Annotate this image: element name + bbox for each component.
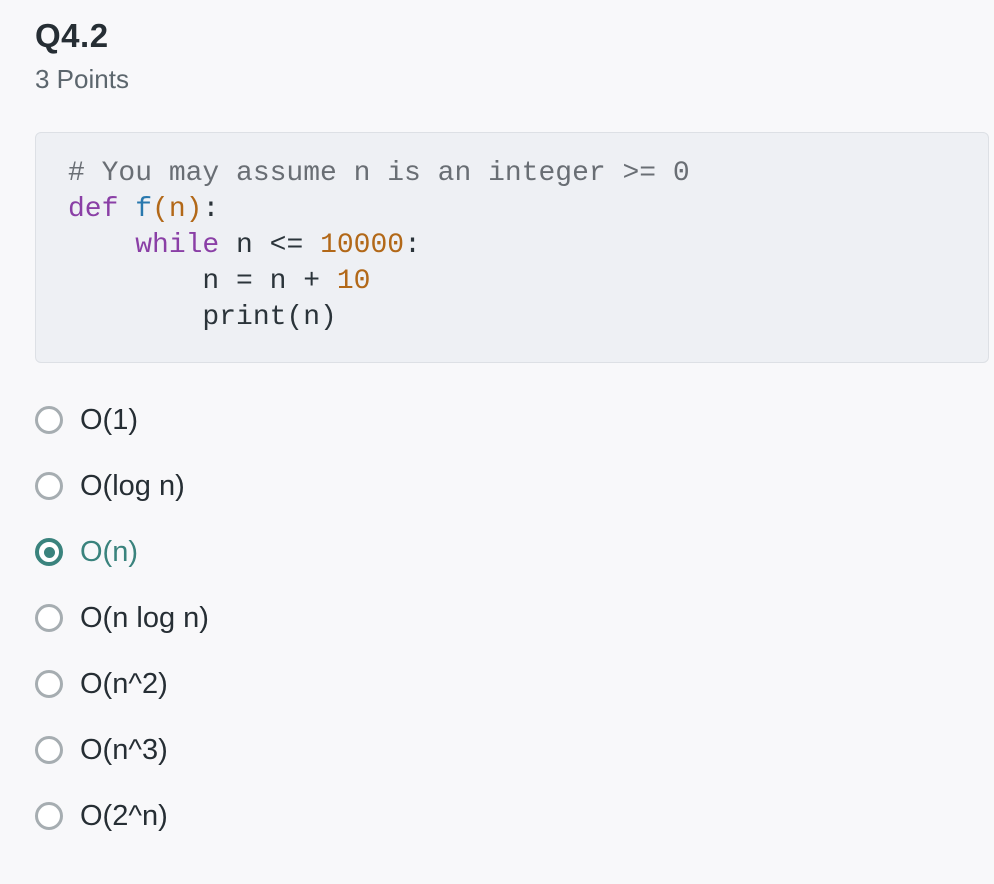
code-line: # You may assume n is an integer >= 0 [68, 156, 978, 192]
answer-option[interactable]: O(2^n) [35, 783, 994, 849]
question-panel: Q4.2 3 Points # You may assume n is an i… [35, 17, 994, 849]
code-line: print(n) [68, 300, 978, 336]
question-points: 3 Points [35, 64, 129, 94]
options-list: O(1) O(log n) O(n) O(n log n) O(n^2) O(n^3) O(… [35, 387, 994, 849]
radio-unselected-icon[interactable] [35, 604, 63, 632]
radio-dot [43, 546, 55, 558]
answer-option[interactable]: O(1) [35, 387, 994, 453]
option-label[interactable]: O(n^2) [80, 668, 168, 700]
code-token-plain: : [202, 194, 220, 225]
option-label[interactable]: O(n log n) [80, 602, 209, 634]
code-token-plain: : [404, 230, 421, 261]
radio-unselected-icon[interactable] [35, 472, 63, 500]
code-line: while n <= 10000: [68, 228, 978, 264]
radio-unselected-icon[interactable] [35, 670, 63, 698]
code-line: def f(n): [68, 192, 978, 228]
answer-option[interactable]: O(n^3) [35, 717, 994, 783]
code-token-number: 10000 [320, 230, 405, 261]
option-label[interactable]: O(1) [80, 404, 138, 436]
option-label[interactable]: O(n^3) [80, 734, 168, 766]
radio-unselected-icon[interactable] [35, 802, 63, 830]
radio-unselected-icon[interactable] [35, 736, 63, 764]
option-label[interactable]: O(n) [80, 536, 138, 568]
option-label[interactable]: O(log n) [80, 470, 185, 502]
answer-option[interactable]: O(log n) [35, 453, 994, 519]
code-token-plain: n <= [219, 230, 321, 261]
code-token-function: f [135, 194, 153, 225]
code-token-keyword: while [135, 230, 220, 261]
code-token-plain: n = n + [68, 266, 337, 297]
code-token-plain [118, 194, 135, 225]
code-line: n = n + 10 [68, 264, 978, 300]
answer-option[interactable]: O(n) [35, 519, 994, 585]
answer-option[interactable]: O(n^2) [35, 651, 994, 717]
code-token-comment: # You may assume n is an integer >= 0 [68, 158, 690, 189]
option-label[interactable]: O(2^n) [80, 800, 168, 832]
question-title: Q4.2 [35, 17, 109, 54]
radio-unselected-icon[interactable] [35, 406, 63, 434]
answer-option[interactable]: O(n log n) [35, 585, 994, 651]
code-token-keyword: def [68, 194, 119, 225]
radio-selected-icon[interactable] [35, 538, 63, 566]
code-token-param: (n) [152, 194, 203, 225]
code-token-plain: print(n) [68, 302, 337, 333]
code-token-number: 10 [336, 266, 371, 297]
code-token-plain [68, 230, 135, 261]
